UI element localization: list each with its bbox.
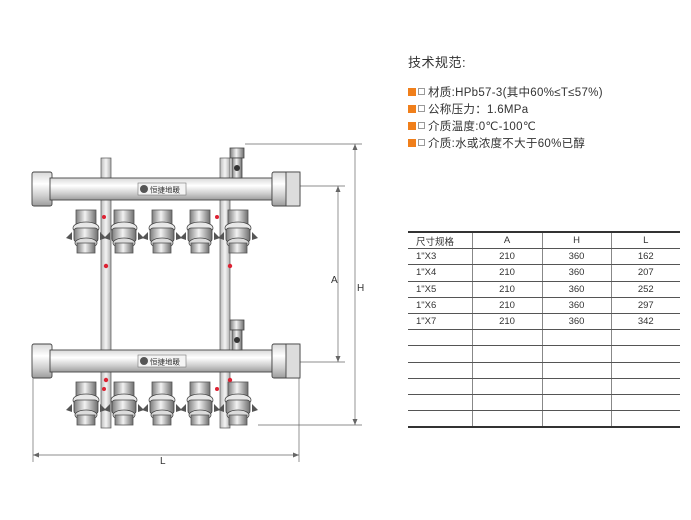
orange-square-bullet-icon xyxy=(408,87,416,96)
spec-item-medium: 介质:水或浓度不大于60%已醇 xyxy=(408,134,683,151)
spec-title: 技术规范: xyxy=(408,55,467,70)
table-cell: 210 xyxy=(471,248,542,266)
header-h: H xyxy=(541,231,611,250)
bottom-valve-marks xyxy=(102,377,233,391)
table-cell: 1"X6 xyxy=(408,296,472,314)
table-cell xyxy=(408,329,472,347)
table-cell: 1"X3 xyxy=(408,248,472,266)
table-cell: 210 xyxy=(471,312,542,331)
dimension-label-l: L xyxy=(160,456,166,467)
bottom-manifold: 恒捷地暖 xyxy=(31,319,301,379)
dimension-label-h: H xyxy=(357,283,364,294)
table-cell: 210 xyxy=(471,280,542,298)
table-cell xyxy=(610,361,680,379)
table-cell xyxy=(408,410,472,429)
spec-item-temperature: 介质温度:0℃-100℃ xyxy=(408,117,683,134)
table-cell xyxy=(471,361,542,379)
orange-square-bullet-icon xyxy=(408,104,416,113)
table-cell: 360 xyxy=(541,296,611,314)
dimension-arrows xyxy=(33,144,358,458)
table-cell: 360 xyxy=(541,280,611,298)
header-size: 尺寸规格 xyxy=(408,231,472,250)
spec-item-text: 公称压力：1.6MPa xyxy=(428,103,529,116)
spec-item-text: 介质:水或浓度不大于60%已醇 xyxy=(428,137,586,150)
spec-item-text: 介质温度:0℃-100℃ xyxy=(428,120,537,133)
header-l: L xyxy=(610,231,680,250)
table-row-empty xyxy=(408,345,680,363)
table-cell xyxy=(541,329,611,347)
spec-item-material: 材质:HPb57-3(其中60%≤T≤57%) xyxy=(408,83,683,100)
brand-label-top: 恒捷地暖 xyxy=(150,185,180,195)
table-row-empty xyxy=(408,361,680,379)
table-cell xyxy=(471,393,542,412)
spec-section: 技术规范: 材质:HPb57-3(其中60%≤T≤57%) 公称压力：1.6MP… xyxy=(408,52,683,151)
table-cell: 297 xyxy=(610,296,680,314)
bottom-outlets xyxy=(65,381,259,426)
table-row-empty xyxy=(408,410,680,429)
table-cell xyxy=(471,410,542,429)
table-cell: 1"X4 xyxy=(408,264,472,282)
table-cell: 342 xyxy=(610,312,680,331)
orange-square-bullet-icon xyxy=(408,121,416,130)
dimension-lines xyxy=(32,143,362,462)
table-row-empty xyxy=(408,329,680,347)
table-cell xyxy=(610,377,680,395)
table-cell: 360 xyxy=(541,312,611,331)
table-cell: 1"X5 xyxy=(408,280,472,298)
top-valve-marks xyxy=(102,215,233,269)
empty-square-bullet-icon xyxy=(418,122,425,129)
empty-square-bullet-icon xyxy=(418,105,425,112)
spec-item-text: 材质:HPb57-3(其中60%≤T≤57%) xyxy=(428,86,603,99)
table-cell: 252 xyxy=(610,280,680,298)
orange-square-bullet-icon xyxy=(408,138,416,147)
spec-item-pressure: 公称压力：1.6MPa xyxy=(408,100,683,117)
empty-square-bullet-icon xyxy=(418,88,425,95)
table-cell xyxy=(408,345,472,363)
table-cell xyxy=(471,377,542,395)
table-cell: 360 xyxy=(541,264,611,282)
table-cell xyxy=(408,393,472,412)
table-cell: 210 xyxy=(471,264,542,282)
table-cell xyxy=(541,393,611,412)
table-cell xyxy=(610,393,680,412)
table-cell: 360 xyxy=(541,248,611,266)
table-cell xyxy=(471,329,542,347)
empty-square-bullet-icon xyxy=(418,139,425,146)
table-cell xyxy=(541,361,611,379)
top-manifold: 恒捷地暖 xyxy=(31,147,301,207)
table-cell xyxy=(408,377,472,395)
table-cell xyxy=(541,377,611,395)
table-cell: 1"X7 xyxy=(408,312,472,331)
table-cell xyxy=(610,329,680,347)
spec-list: 材质:HPb57-3(其中60%≤T≤57%) 公称压力：1.6MPa 介质温度… xyxy=(408,83,683,151)
table-cell xyxy=(541,345,611,363)
dimension-label-a: A xyxy=(331,275,338,286)
table-cell xyxy=(541,410,611,429)
table-cell: 207 xyxy=(610,264,680,282)
table-row-empty xyxy=(408,377,680,395)
table-cell xyxy=(610,345,680,363)
table-cell xyxy=(408,361,472,379)
header-a: A xyxy=(471,231,542,250)
table-header-row: 尺寸规格 A H L xyxy=(408,231,680,250)
manifold-drawing: H A L 恒捷地暖 xyxy=(31,143,364,467)
table-cell xyxy=(610,410,680,429)
table-row-empty xyxy=(408,393,680,412)
table-cell: 210 xyxy=(471,296,542,314)
top-outlets xyxy=(65,209,259,254)
table-cell xyxy=(471,345,542,363)
brand-label-bottom: 恒捷地暖 xyxy=(150,357,180,367)
table-cell: 162 xyxy=(610,248,680,266)
